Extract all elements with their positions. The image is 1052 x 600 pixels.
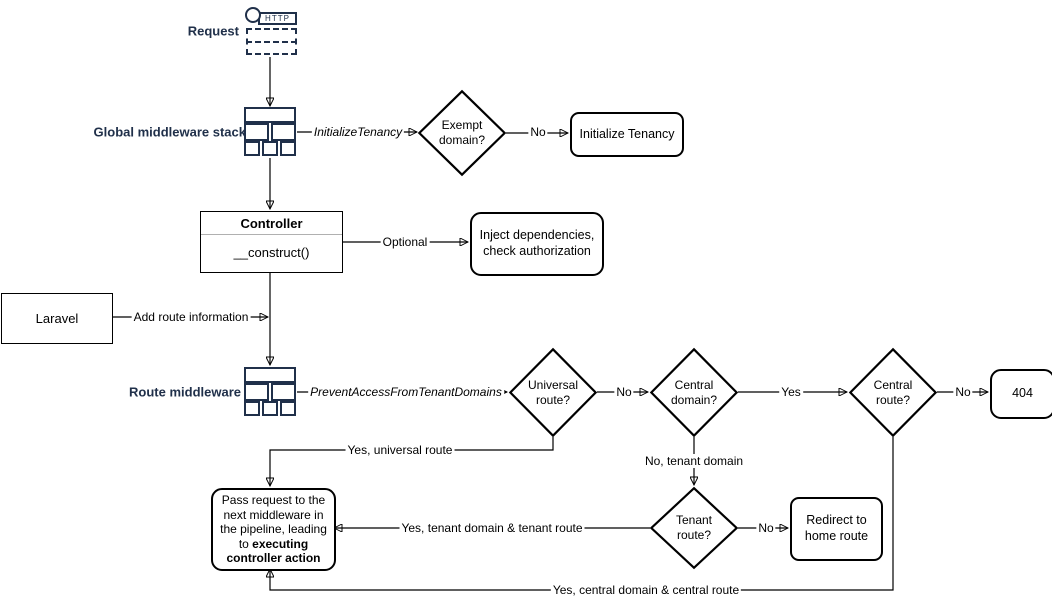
universal-route-diamond-shape — [510, 349, 595, 435]
edge-label-prevent-access: PreventAccessFromTenantDomains — [308, 385, 504, 399]
central-domain-diamond-shape — [651, 349, 736, 435]
exempt-domain-decision: Exempt domain? — [418, 90, 506, 176]
http-tab-label: HTTP — [265, 14, 290, 23]
edge-label-yes-central-domain-route: Yes, central domain & central route — [550, 583, 742, 597]
central-route-text: Central route? — [873, 377, 913, 407]
inject-dependencies-node: Inject dependencies, check authorization — [470, 212, 604, 276]
central-route-diamond-shape — [850, 349, 935, 435]
controller-class-title: Controller — [201, 212, 342, 235]
pass-request-text: Pass request to the next middleware in t… — [213, 491, 334, 568]
route-middleware-icon — [244, 367, 296, 416]
http-tab-shape: HTTP — [258, 12, 297, 25]
edge-label-no-tenant-domain: No, tenant domain — [642, 454, 746, 468]
central-route-decision: Central route? — [849, 348, 937, 437]
edge-label-initialize-tenancy: InitializeTenancy — [311, 125, 405, 139]
edge-label-yes-tenant-domain-route: Yes, tenant domain & tenant route — [399, 521, 585, 535]
route-middleware-label: Route middleware — [129, 384, 241, 400]
edge-label-yes-universal-route: Yes, universal route — [345, 443, 455, 457]
central-domain-decision: Central domain? — [650, 348, 738, 437]
edge-label-exempt-no: No — [528, 125, 548, 139]
tenant-route-decision: Tenant route? — [650, 487, 738, 569]
edge-label-universal-no: No — [614, 385, 634, 399]
edge-label-tenant-no: No — [756, 521, 776, 535]
tenant-route-text: Tenant route? — [675, 513, 713, 542]
http-circle-shape — [245, 7, 261, 23]
edge-label-add-route-information: Add route information — [131, 310, 251, 324]
initialize-tenancy-node: Initialize Tenancy — [570, 112, 684, 157]
exempt-domain-text: Exempt domain? — [438, 118, 486, 147]
controller-class-box: Controller __construct() — [200, 211, 343, 273]
tenant-route-diamond-shape — [651, 488, 736, 568]
global-middleware-stack-label: Global middleware stack — [93, 124, 246, 140]
request-label: Request — [187, 23, 239, 39]
http-request-divider-shape — [246, 41, 297, 43]
controller-constructor-text: __construct() — [233, 245, 310, 260]
edge-label-central-route-no: No — [953, 385, 973, 399]
exempt-domain-diamond-shape — [419, 91, 504, 174]
laravel-node: Laravel — [1, 293, 113, 344]
edge-label-optional: Optional — [380, 235, 430, 249]
edge-label-central-domain-yes: Yes — [779, 385, 803, 399]
pass-request-text-normal: Pass request to the next middleware in t… — [220, 492, 327, 551]
redirect-home-route-node: Redirect to home route — [790, 497, 883, 561]
pass-request-text-bold: executing controller action — [226, 536, 321, 566]
global-middleware-stack-icon — [244, 107, 296, 156]
not-found-404-node: 404 — [990, 369, 1052, 419]
pass-request-node: Pass request to the next middleware in t… — [211, 488, 336, 571]
universal-route-decision: Universal route? — [509, 348, 597, 437]
universal-route-text: Universal route? — [527, 377, 578, 407]
central-domain-text: Central domain? — [670, 377, 718, 407]
